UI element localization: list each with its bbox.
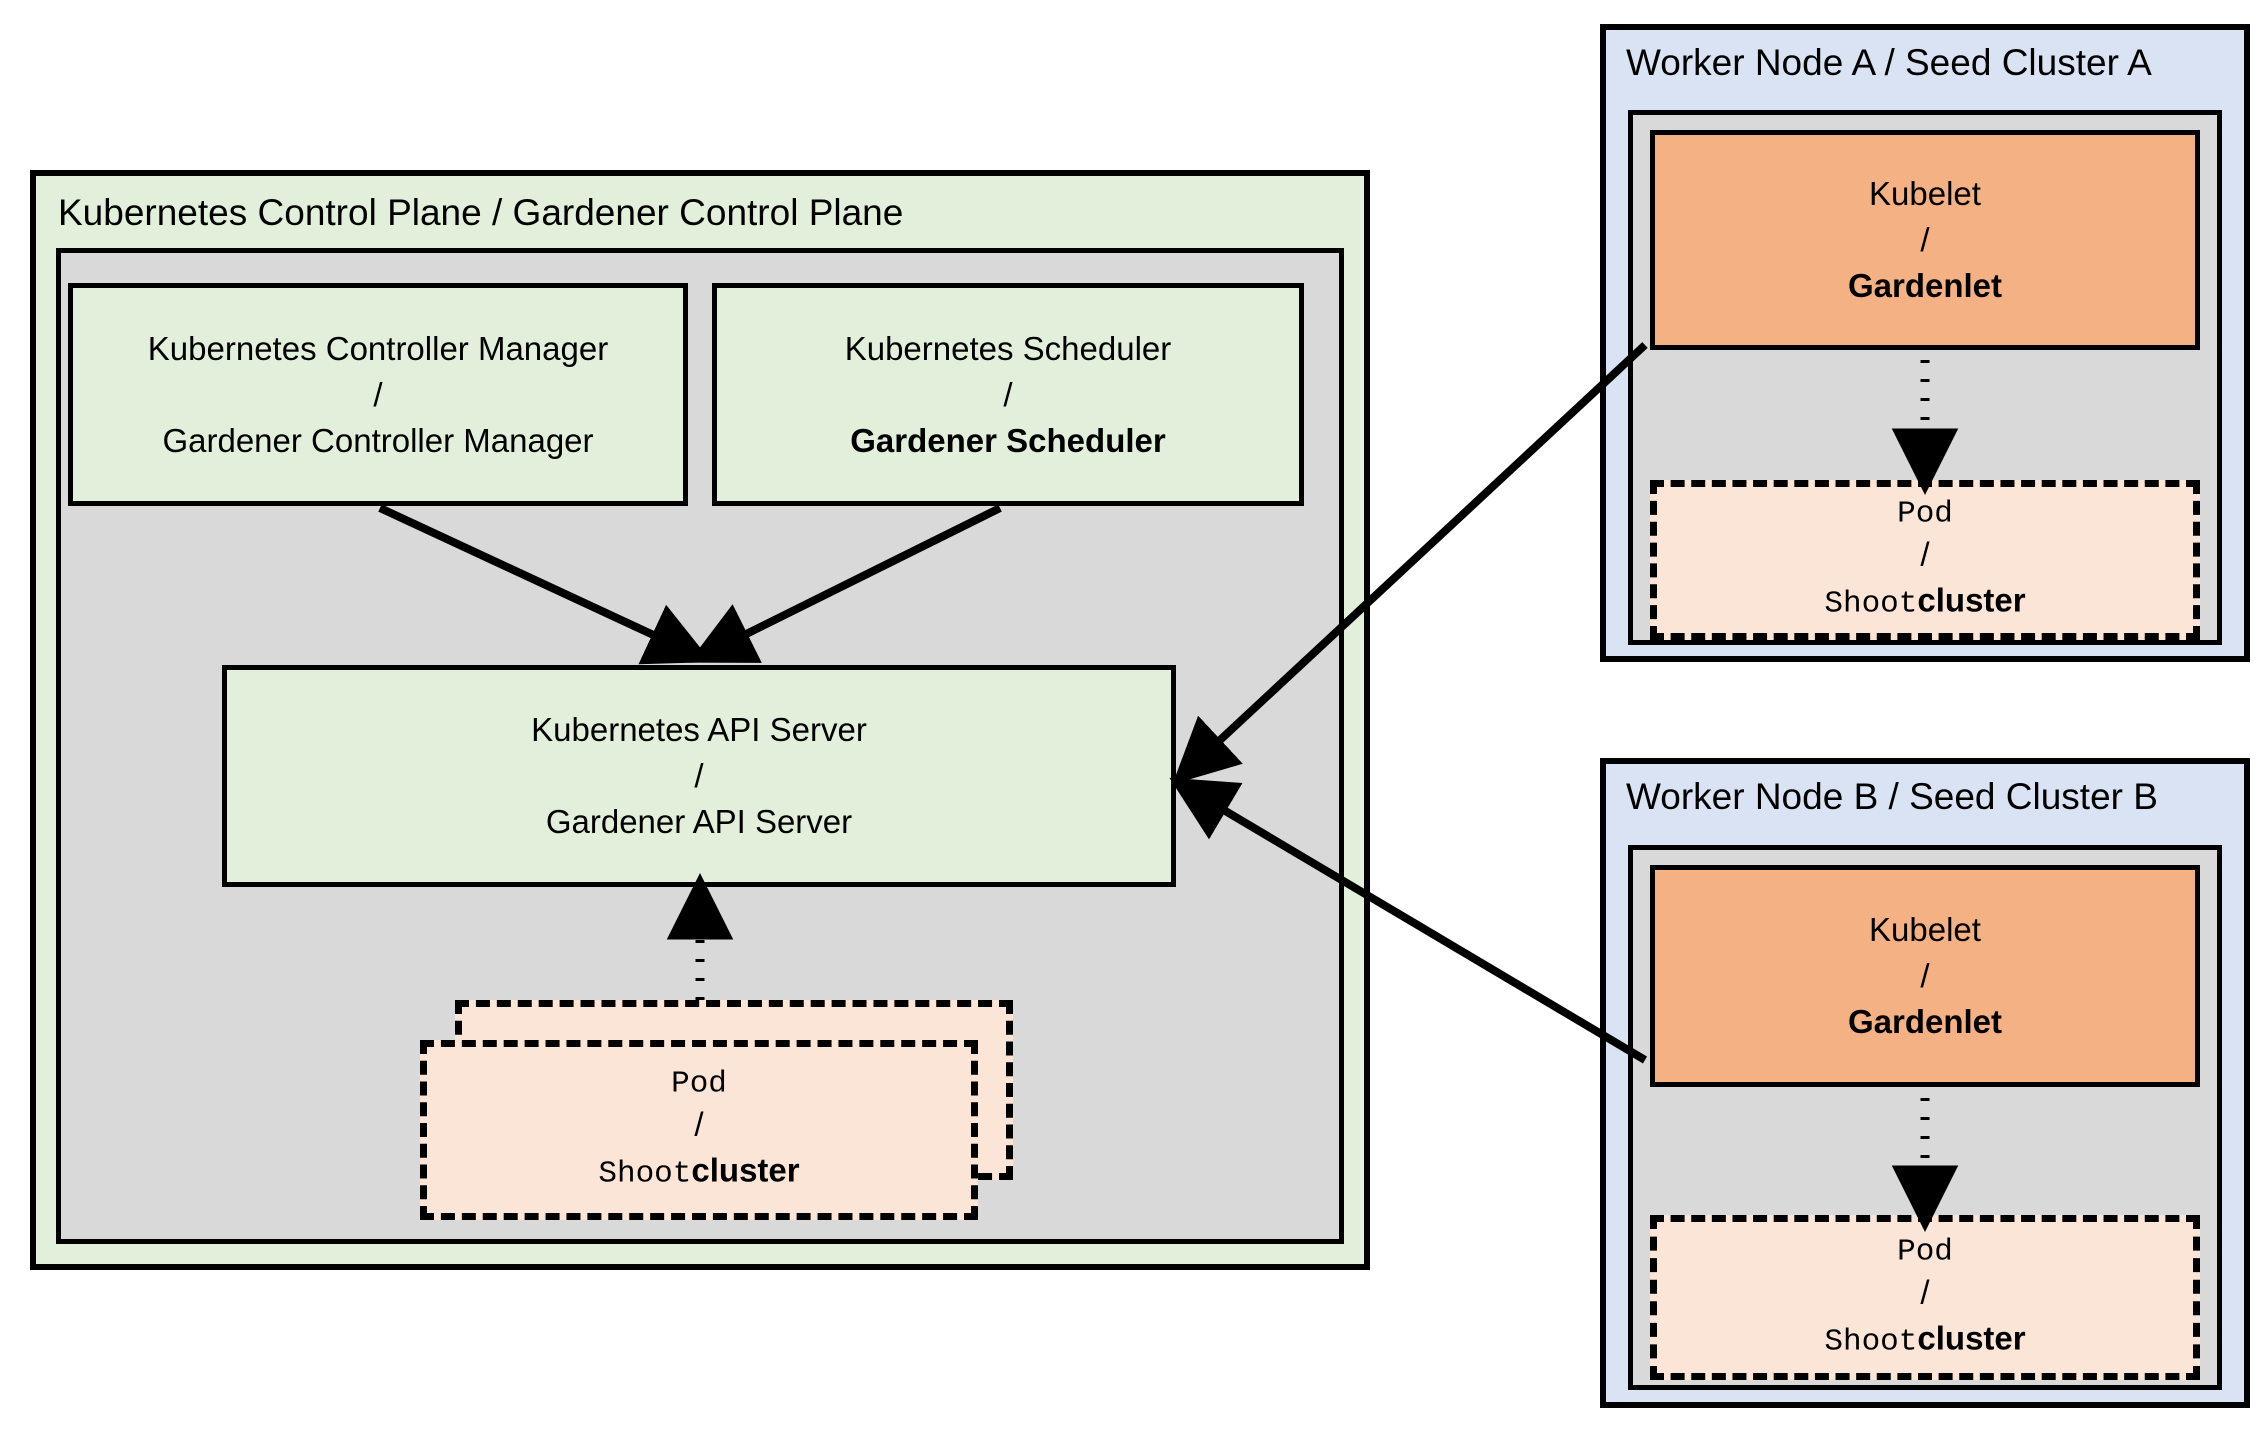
worker-node-a-pod-shoot: Shoot <box>1824 586 1918 622</box>
controller-manager-label: Kubernetes Controller Manager / Gardener… <box>73 326 683 464</box>
worker-node-a-pod-cluster: cluster <box>1917 581 2026 619</box>
api-server-line1: Kubernetes API Server <box>531 711 867 748</box>
control-plane-pod-line1: Pod <box>671 1066 727 1102</box>
controller-manager-line1: Kubernetes Controller Manager <box>147 329 609 367</box>
scheduler-line2: Gardener Scheduler <box>850 421 1166 459</box>
api-server-line2: Gardener API Server <box>545 803 853 840</box>
scheduler-label: Kubernetes Scheduler / Gardener Schedule… <box>717 326 1299 464</box>
worker-node-a-gardenlet-line2: Gardenlet <box>1847 267 2003 304</box>
worker-node-b-pod-line2: Shootcluster <box>1657 1315 2193 1361</box>
control-plane-pod-box[interactable]: Pod / Shootcluster <box>420 1040 978 1220</box>
kubernetes-scheduler-box[interactable]: Kubernetes Scheduler / Gardener Schedule… <box>712 283 1304 506</box>
control-plane-title: Kubernetes Control Plane / Gardener Cont… <box>58 192 904 233</box>
api-server-label: Kubernetes API Server / Gardener API Ser… <box>227 707 1171 845</box>
worker-node-a-kubelet-box[interactable]: Kubelet / Gardenlet <box>1650 130 2200 350</box>
worker-node-a-kubelet-line1: Kubelet <box>1869 175 1981 212</box>
control-plane-pod-separator: / <box>694 1105 704 1143</box>
kubernetes-api-server-box[interactable]: Kubernetes API Server / Gardener API Ser… <box>222 665 1176 887</box>
control-plane-pod-shoot: Shoot <box>598 1156 692 1192</box>
worker-node-b-pod-line1: Pod <box>1897 1234 1953 1269</box>
worker-node-b-kubelet-box[interactable]: Kubelet / Gardenlet <box>1650 865 2200 1087</box>
worker-node-b-title: Worker Node B / Seed Cluster B <box>1626 776 2158 817</box>
worker-node-a-kubelet-label: Kubelet / Gardenlet <box>1655 171 2195 309</box>
scheduler-line1: Kubernetes Scheduler <box>844 329 1172 367</box>
worker-node-b-pod-separator: / <box>1920 1273 1930 1310</box>
worker-node-a-pod-separator: / <box>1920 535 1930 573</box>
scheduler-separator: / <box>1003 375 1013 413</box>
controller-manager-line2: Gardener Controller Manager <box>162 421 594 459</box>
worker-node-b-kubelet-separator: / <box>1920 957 1930 994</box>
worker-node-b-pod-label: Pod / Shootcluster <box>1657 1234 2193 1361</box>
worker-node-b-gardenlet-line2: Gardenlet <box>1847 1003 2003 1040</box>
worker-node-b-pod-box[interactable]: Pod / Shootcluster <box>1650 1215 2200 1380</box>
worker-node-b-kubelet-line1: Kubelet <box>1869 911 1981 948</box>
worker-node-a-pod-line2: Shootcluster <box>1657 578 2193 624</box>
control-plane-pod-label: Pod / Shootcluster <box>427 1067 971 1194</box>
api-server-separator: / <box>694 757 704 794</box>
kubernetes-controller-manager-box[interactable]: Kubernetes Controller Manager / Gardener… <box>68 283 688 506</box>
control-plane-pod-cluster: cluster <box>691 1151 800 1189</box>
worker-node-a-kubelet-separator: / <box>1920 221 1930 258</box>
control-plane-pod-line2: Shootcluster <box>427 1148 971 1194</box>
worker-node-b-kubelet-label: Kubelet / Gardenlet <box>1655 907 2195 1045</box>
controller-manager-separator: / <box>373 375 383 413</box>
worker-node-b-pod-cluster: cluster <box>1917 1319 2026 1356</box>
worker-node-a-title: Worker Node A / Seed Cluster A <box>1626 42 2152 83</box>
worker-node-a-pod-label: Pod / Shootcluster <box>1657 497 2193 624</box>
worker-node-a-pod-line1: Pod <box>1897 496 1953 532</box>
worker-node-a-pod-box[interactable]: Pod / Shootcluster <box>1650 480 2200 640</box>
worker-node-b-pod-shoot: Shoot <box>1824 1324 1918 1359</box>
